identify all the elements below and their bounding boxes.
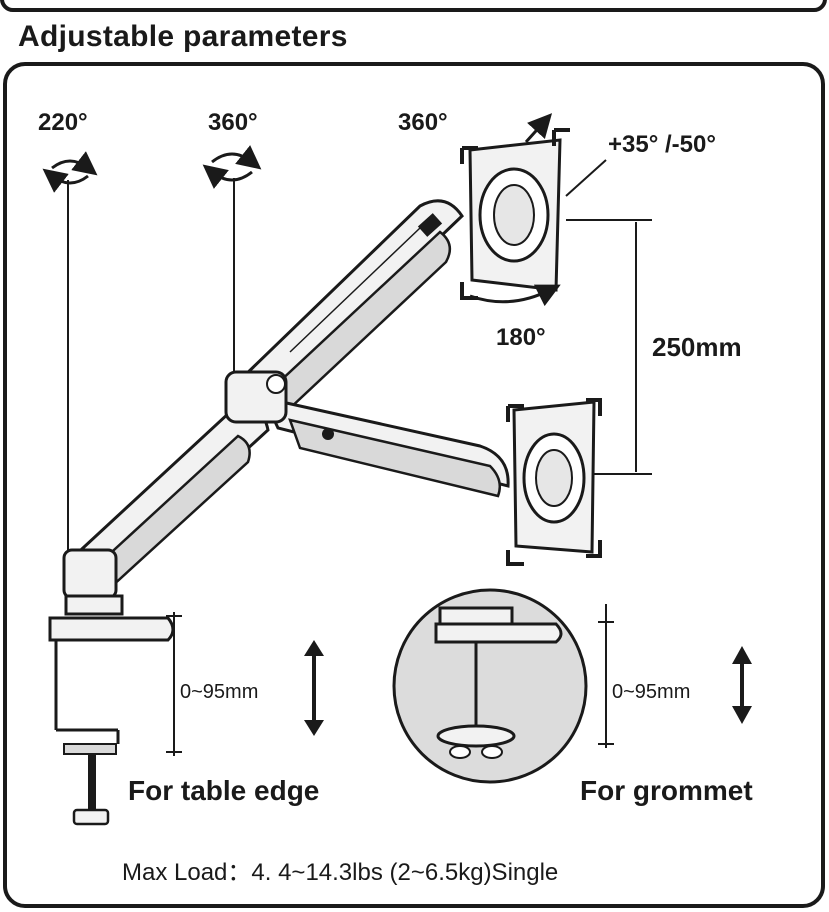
rotation-220-label: 220°	[38, 109, 88, 136]
tilt-label: +35° /-50°	[608, 131, 716, 158]
height-dimension: 250mm	[566, 219, 742, 475]
table-range-label: 0~95mm	[180, 681, 258, 703]
grommet-mount: 0~95mm	[392, 588, 752, 784]
height-range-label: 250mm	[652, 332, 742, 362]
rotate-arrow-icon	[42, 168, 89, 193]
leader-line	[565, 159, 607, 197]
vesa-plate-upper	[460, 113, 570, 307]
vesa-plate-lower	[506, 398, 602, 566]
arm-lower-position	[261, 395, 510, 498]
tilt-indicator: +35° /-50°	[565, 131, 716, 197]
tilt-arrow-icon	[524, 113, 553, 144]
arm-upper-position	[237, 199, 464, 412]
clamp-knob	[72, 808, 110, 826]
grommet-range-label: 0~95mm	[612, 681, 690, 703]
rotate-arrow-icon	[202, 164, 253, 189]
rotation-360-mid-label: 360°	[208, 109, 258, 136]
swivel-arrow-icon	[469, 284, 561, 307]
diagram-panel	[3, 62, 825, 908]
clamp-screw	[88, 754, 96, 812]
desk-surface	[434, 622, 563, 644]
grommet-caption: For grommet	[580, 775, 753, 806]
rotate-arrow-icon	[211, 145, 262, 170]
rotation-360-head-indicator: 360°	[398, 109, 448, 136]
max-load-text: Max Load：4. 4~14.3lbs (2~6.5kg)Single	[122, 859, 558, 886]
desk-surface	[48, 616, 175, 642]
table-edge-clamp: 0~95mm	[48, 594, 324, 826]
table-edge-caption: For table edge	[128, 775, 319, 806]
rotation-360-head-label: 360°	[398, 109, 448, 136]
rotation-360-mid-indicator: 360°	[202, 109, 262, 392]
arm-base-segment	[62, 370, 288, 600]
section-heading: Adjustable parameters	[18, 20, 348, 53]
rotate-arrow-icon	[51, 151, 98, 176]
rotation-220-indicator: 220°	[38, 109, 98, 560]
base-pivot	[62, 548, 118, 600]
swivel-label: 180°	[496, 324, 546, 351]
